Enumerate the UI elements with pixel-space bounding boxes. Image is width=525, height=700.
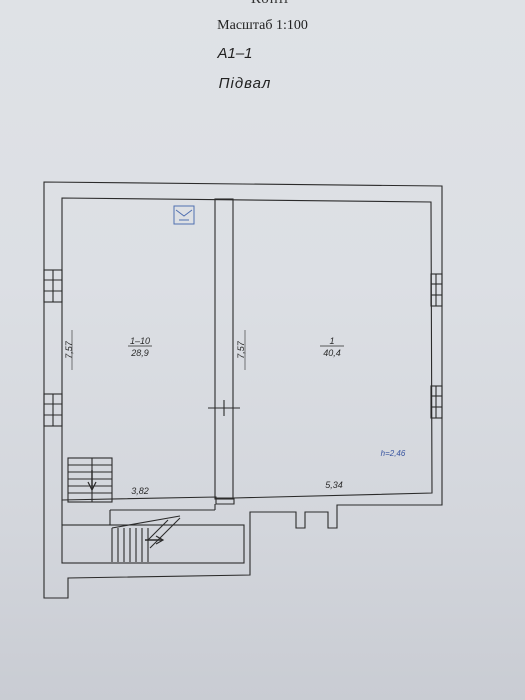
room-2-width-dim: 5,34: [325, 480, 343, 490]
room-2-length-dim: 7,57: [236, 340, 246, 359]
window-right-upper: [430, 273, 443, 307]
room-number-2: 1: [329, 336, 334, 346]
doorway-partition: [208, 400, 240, 416]
room-area-2: 40,4: [323, 348, 341, 358]
outer-wall: [43, 181, 443, 599]
room-number-1: 1–10: [130, 336, 150, 346]
stair-lower: [111, 515, 181, 562]
cut-header-text: Копії: [215, 0, 325, 9]
sheet-number: А1–1: [217, 45, 253, 62]
meter-panel-icon: [173, 205, 195, 225]
inner-wall: [61, 197, 433, 505]
stair-upper: [67, 457, 113, 503]
window-left-upper: [43, 269, 63, 303]
window-right-lower: [430, 385, 443, 419]
window-left-lower: [43, 393, 63, 427]
floor-level-title: Підвал: [218, 75, 272, 92]
vestibule: [61, 524, 245, 564]
room-area-1: 28,9: [130, 348, 149, 358]
ceiling-height-note: h=2,46: [381, 449, 406, 458]
room-1-width-dim: 3,82: [131, 486, 149, 496]
scale-label: Масштаб 1:100: [217, 18, 308, 33]
room-1-length-dim: 7,57: [64, 340, 74, 359]
partition-wall: [214, 198, 234, 500]
